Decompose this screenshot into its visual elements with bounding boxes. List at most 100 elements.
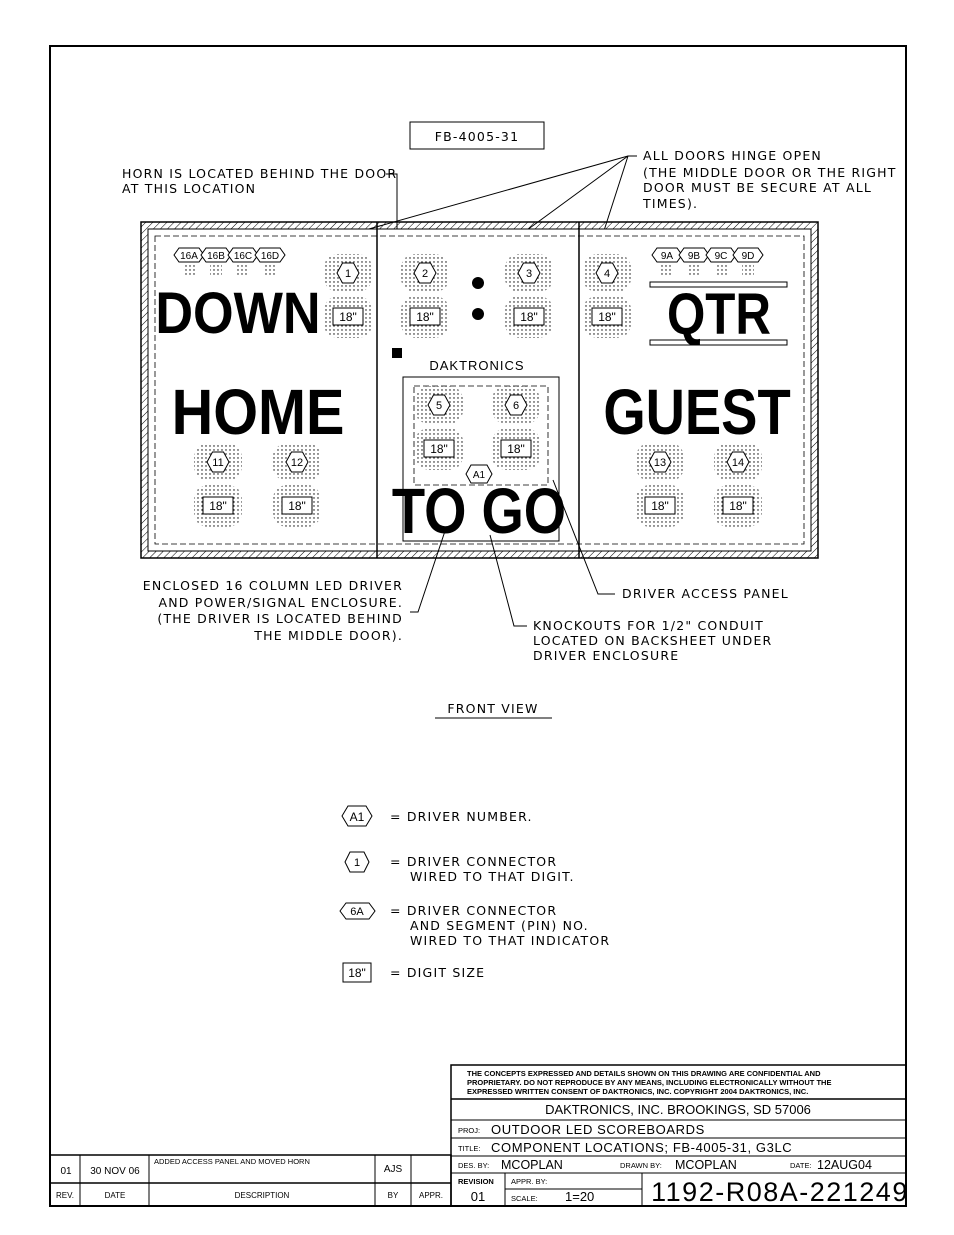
doors-note-line-2: (THE MIDDLE DOOR OR THE RIGHT [643, 165, 897, 180]
date-value: 12AUG04 [817, 1158, 872, 1172]
digit-module: 12 18" [273, 443, 321, 527]
date-label: DATE: [790, 1161, 812, 1170]
digit-size-label: 18" [507, 442, 525, 456]
digit-number: 6 [513, 400, 519, 412]
caption-down: DOWN [155, 280, 320, 345]
scoreboard-front-view: DOWN HOME QTR GUEST TO GO DAKTRONICS 118… [140, 221, 819, 559]
caption-qtr: QTR [667, 282, 771, 347]
doors-note: ALL DOORS HINGE OPEN (THE MIDDLE DOOR OR… [336, 148, 897, 242]
digit-module: 518" [415, 386, 463, 470]
horn-icon [392, 348, 402, 358]
appr-label: APPR. BY: [511, 1177, 547, 1186]
driver-enclosure [402, 376, 560, 542]
digit-size-label: 18" [339, 310, 357, 324]
confidential-line-2: PROPRIETARY. DO NOT REPRODUCE BY ANY MEA… [467, 1078, 831, 1087]
legend-symbol-a1: A1 [350, 810, 365, 824]
doors-note-line-4: TIMES). [642, 196, 698, 211]
drawn-value: MCOPLAN [675, 1158, 737, 1172]
driver-enclosure-note: ENCLOSED 16 COLUMN LED DRIVER AND POWER/… [143, 530, 446, 643]
legend-text-6a-3: WIRED TO THAT INDICATOR [410, 933, 610, 948]
indicator-label: 9B [688, 251, 701, 262]
brand-label: DAKTRONICS [429, 358, 524, 373]
knockouts-line-3: DRIVER ENCLOSURE [533, 648, 679, 663]
indicator-led [183, 265, 195, 277]
drawing-id-box: FB-4005-31 [409, 121, 545, 150]
proj-value: OUTDOOR LED SCOREBOARDS [491, 1122, 705, 1137]
drawing-id: FB-4005-31 [435, 129, 520, 144]
indicator-label: 9D [742, 251, 755, 262]
driver-connector-symbol [726, 451, 750, 473]
view-label: FRONT VIEW [447, 701, 538, 716]
drawn-label: DRAWN BY: [620, 1161, 662, 1170]
digit-size-box [644, 496, 676, 515]
digit-number: 4 [604, 268, 610, 280]
company-line: DAKTRONICS, INC. BROOKINGS, SD 57006 [545, 1102, 811, 1117]
digit-size-box [591, 307, 623, 326]
driver-connector-symbol [206, 451, 230, 473]
knockouts-line-1: KNOCKOUTS FOR 1/2" CONDUIT [533, 618, 764, 633]
horn-note-line-2: AT THIS LOCATION [122, 181, 256, 196]
legend-symbol-18: 18" [348, 966, 366, 980]
indicator-label: 16D [261, 251, 279, 262]
revision-value: 01 [471, 1189, 485, 1204]
rev-row-date: 30 NOV 06 [90, 1166, 140, 1177]
legend-symbol-1: 1 [354, 857, 360, 869]
rev-row-by: AJS [384, 1164, 403, 1175]
knockouts-line-2: LOCATED ON BACKSHEET UNDER [533, 633, 772, 648]
colon-dot-top [472, 277, 484, 289]
caption-home: HOME [172, 376, 345, 447]
indicator-label: 16B [207, 251, 225, 262]
legend-digit-size: 18" = DIGIT SIZE [342, 962, 484, 983]
digit-number: 12 [291, 457, 303, 469]
caption-to-go: TO GO [392, 475, 566, 547]
driver-connector-symbol [595, 262, 619, 284]
driver-connector-symbol [427, 394, 451, 416]
indicator-led [688, 265, 700, 277]
legend-indicator-connector: 6A = DRIVER CONNECTOR AND SEGMENT (PIN) … [339, 902, 610, 948]
indicator-label: 16C [234, 251, 252, 262]
title-label: TITLE: [458, 1144, 481, 1153]
doors-note-line-3: DOOR MUST BE SECURE AT ALL [643, 180, 872, 195]
digit-size-box [281, 496, 313, 515]
des-value: MCOPLAN [501, 1158, 563, 1172]
legend-symbol-6a: 6A [350, 906, 364, 918]
knockouts-note: KNOCKOUTS FOR 1/2" CONDUIT LOCATED ON BA… [489, 534, 772, 663]
access-panel-note: DRIVER ACCESS PANEL [552, 479, 788, 601]
indicator-led [210, 265, 222, 277]
digit-size-label: 18" [288, 499, 306, 513]
indicator-connector-symbol [732, 247, 764, 263]
legend-driver-connector: 1 = DRIVER CONNECTOR WIRED TO THAT DIGIT… [344, 851, 575, 884]
indicator-label: 16A [180, 251, 198, 262]
digit-number: 3 [526, 268, 532, 280]
confidential-line-3: EXPRESSED WRITTEN CONSENT OF DAKTRONICS,… [467, 1087, 808, 1096]
legend-text-1b: WIRED TO THAT DIGIT. [410, 869, 575, 884]
legend-text-1a: = DRIVER CONNECTOR [390, 854, 557, 869]
digit-size-box [423, 439, 455, 458]
digit-size-box [722, 496, 754, 515]
digit-number: 1 [345, 268, 351, 280]
driver-connector-symbol [336, 262, 360, 284]
indicator-connector-symbol [254, 247, 286, 263]
legend-text-a1: = DRIVER NUMBER. [390, 809, 533, 824]
indicator-label: 9C [715, 251, 728, 262]
indicator-led [264, 265, 276, 277]
digit-size-label: 18" [520, 310, 538, 324]
digit-module: 3 18" [505, 254, 553, 338]
revision-table [49, 1154, 452, 1207]
driver-note-line-1: ENCLOSED 16 COLUMN LED DRIVER [143, 578, 403, 593]
drawing-number: 1192-R08A-221249 [651, 1177, 909, 1207]
driver-a1-label: A1 [473, 470, 486, 481]
digit-number: 2 [422, 268, 428, 280]
indicator-module: 16A [173, 247, 205, 277]
driver-connector-symbol [504, 394, 528, 416]
drawing-border [49, 45, 907, 1207]
rev-row-description: ADDED ACCESS PANEL AND MOVED HORN [154, 1157, 310, 1166]
indicator-led [237, 265, 249, 277]
rev-header-by: BY [388, 1191, 399, 1200]
colon-dot-bottom [472, 308, 484, 320]
digit-size-box [409, 307, 441, 326]
digit-size-box [332, 307, 364, 326]
indicator-led [661, 265, 673, 277]
